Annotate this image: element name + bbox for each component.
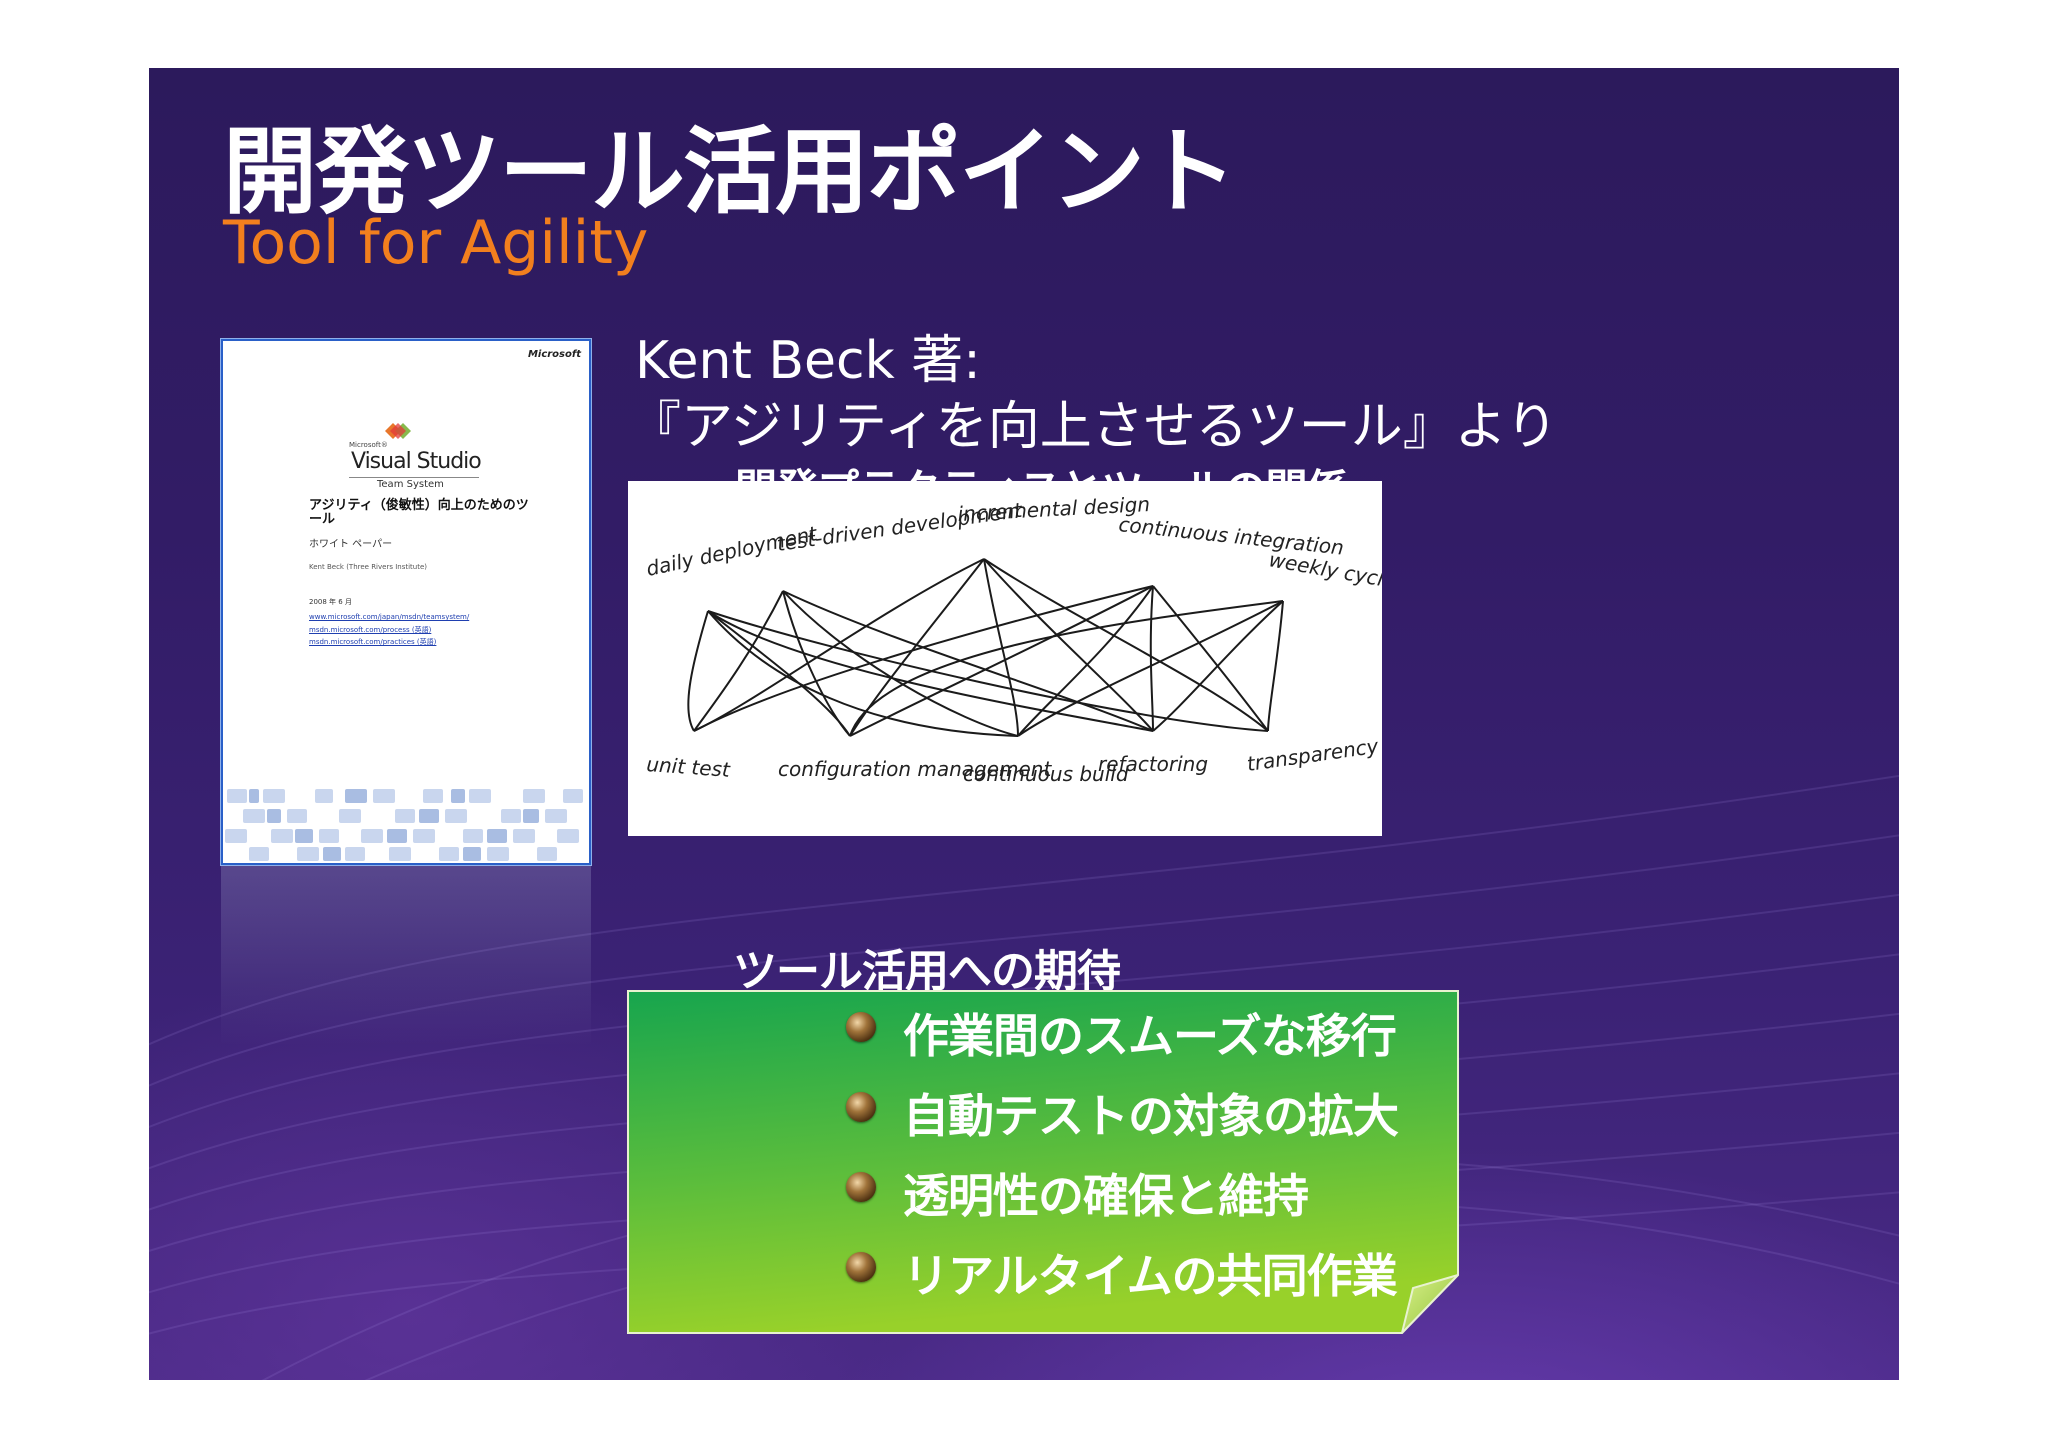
list-item: 自動テストの対象の拡大 [846,1080,1399,1146]
microsoft-label: Microsoft® [349,441,388,449]
cover-tile-pattern [225,789,583,861]
label-continuous-build: continuous build [963,762,1129,786]
link-teamsystem[interactable]: www.microsoft.com/japan/msdn/teamsystem/ [309,613,470,621]
visual-studio-logo-icon [385,423,411,439]
list-item: リアルタイムの共同作業 [846,1240,1398,1306]
product-name: Visual Studio [351,449,482,474]
document-type: ホワイト ペーパー [309,539,393,550]
bullet-icon [846,1092,876,1122]
label-transparency: transparency [1245,734,1381,776]
whitepaper-cover: Microsoft Microsoft® Visual Studio Team … [221,339,591,865]
author-line-2: 『アジリティを向上させるツール』より [629,397,1558,457]
whitepaper-date: 2008 年 6 月 [309,598,352,606]
bullet-icon [846,1012,876,1042]
label-unit-test: unit test [646,752,732,782]
bullet-icon [846,1172,876,1202]
product-edition: Team System [377,479,444,490]
divider [349,477,479,478]
slide-title: 開発ツール活用ポイント [223,118,1237,227]
label-continuous-integration: continuous integration [1117,512,1344,560]
author-line-1: Kent Beck 著: [635,331,981,391]
link-practices[interactable]: msdn.microsoft.com/practices (英語) [309,638,437,646]
whitepaper-author: Kent Beck (Three Rivers Institute) [309,563,428,571]
label-refactoring: refactoring [1098,752,1208,776]
whitepaper-title: アジリティ（俊敏性）向上のためのツール [309,498,529,527]
bullet-icon [846,1252,876,1282]
practices-tools-diagram: daily deployment test-driven development… [628,481,1397,836]
expectations-box [627,990,1459,1334]
cover-reflection [221,866,591,1046]
section-heading-expectations: ツール活用への期待 [733,946,1121,997]
microsoft-wordmark: Microsoft [527,349,581,360]
list-item: 透明性の確保と維持 [846,1160,1309,1226]
link-process[interactable]: msdn.microsoft.com/process (英語) [309,626,432,634]
list-item: 作業間のスムーズな移行 [846,1000,1397,1066]
slide-subtitle: Tool for Agility [223,208,649,278]
label-configuration-management: configuration management [778,757,1052,781]
